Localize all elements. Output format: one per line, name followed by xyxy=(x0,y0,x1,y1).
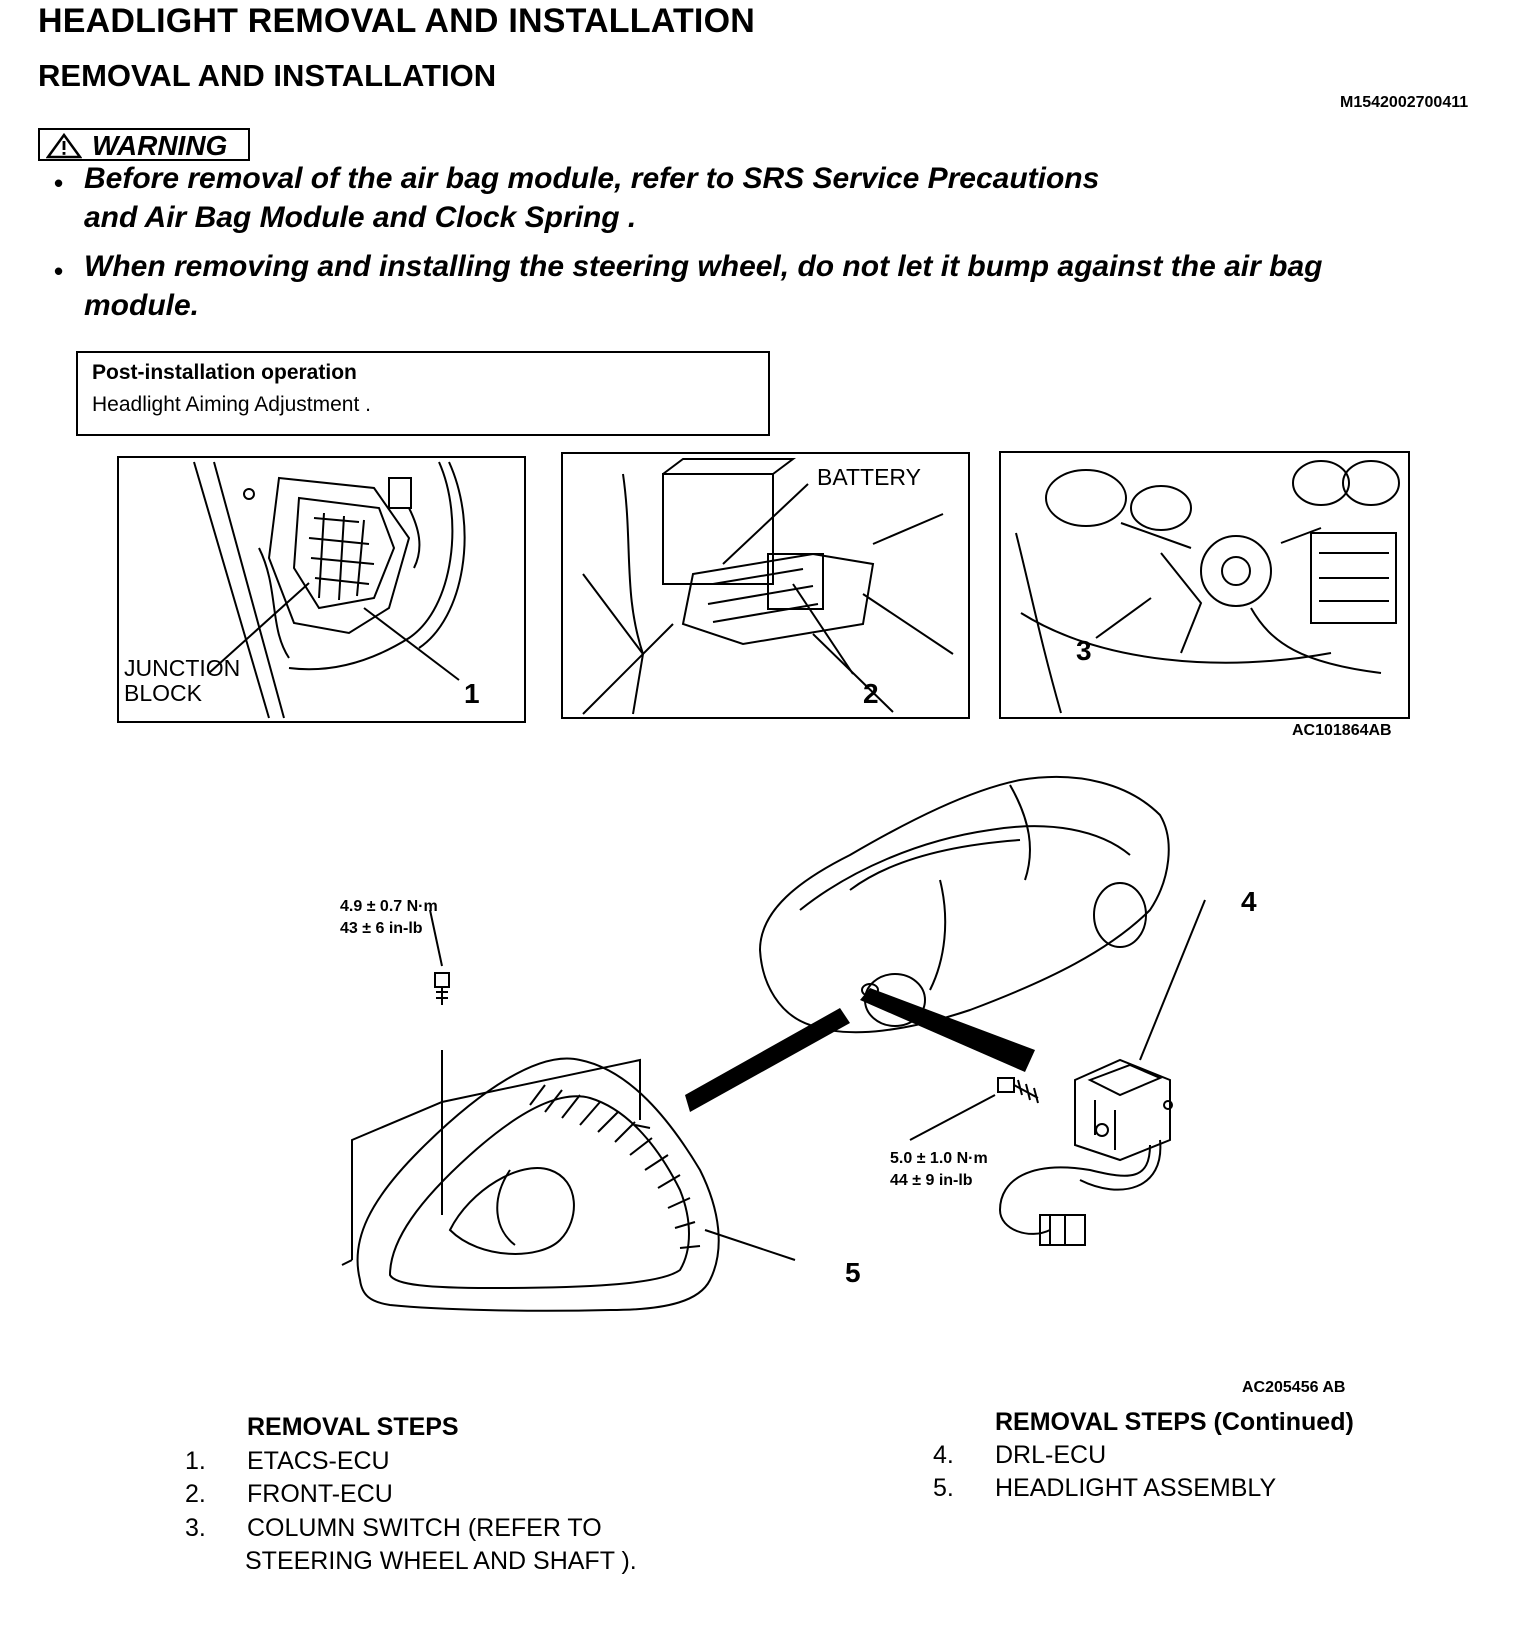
step-text: FRONT-ECU xyxy=(247,1480,393,1508)
junction-block-illustration xyxy=(193,461,466,719)
column-switch-illustration xyxy=(1015,460,1400,714)
panel-front-ecu: BATTERY 2 xyxy=(561,452,970,719)
front-ecu-illustration xyxy=(582,458,954,715)
step-number: 2. xyxy=(185,1480,206,1508)
step-number: 1. xyxy=(185,1447,206,1475)
torque-spec-2: 5.0 ± 1.0 N·m 44 ± 9 in-lb xyxy=(890,1148,988,1192)
headlight-exploded-view xyxy=(341,775,1206,1312)
warning-bullet-2-line-1: When removing and installing the steerin… xyxy=(84,250,1323,283)
step-number: 5. xyxy=(933,1474,954,1502)
bullet-dot: • xyxy=(54,256,64,286)
callout-1: 1 xyxy=(464,678,480,709)
step-text: ETACS-ECU xyxy=(247,1447,390,1475)
removal-steps-continued-heading: REMOVAL STEPS (Continued) xyxy=(995,1408,1354,1436)
callout-5: 5 xyxy=(845,1257,861,1288)
bullet-dot: • xyxy=(54,168,64,198)
battery-label: BATTERY xyxy=(817,464,921,490)
step-text-continued: STEERING WHEEL AND SHAFT ). xyxy=(245,1547,637,1575)
figure-2-code: AC205456 AB xyxy=(1242,1379,1346,1396)
warning-bullet-1-line-2: and Air Bag Module and Clock Spring . xyxy=(84,201,637,234)
torque-spec-1: 4.9 ± 0.7 N·m 43 ± 6 in-lb xyxy=(340,896,438,940)
callout-2: 2 xyxy=(863,678,879,709)
torque-spec-1-nm: 4.9 ± 0.7 N·m xyxy=(340,898,438,915)
step-number: 4. xyxy=(933,1441,954,1469)
document-id: M1542002700411 xyxy=(1340,94,1469,111)
panel-column-switch: 3 xyxy=(999,451,1410,719)
junction-block-label-line-2: BLOCK xyxy=(124,680,202,706)
step-text: DRL-ECU xyxy=(995,1441,1107,1469)
post-installation-text: Headlight Aiming Adjustment . xyxy=(92,393,371,416)
torque-spec-2-inlb: 44 ± 9 in-lb xyxy=(890,1172,973,1189)
removal-steps-heading: REMOVAL STEPS xyxy=(247,1413,459,1441)
torque-spec-1-inlb: 43 ± 6 in-lb xyxy=(340,920,423,937)
step-text: COLUMN SWITCH (REFER TO xyxy=(247,1514,602,1542)
torque-spec-2-nm: 5.0 ± 1.0 N·m xyxy=(890,1150,988,1167)
step-number: 3. xyxy=(185,1514,206,1542)
callout-4: 4 xyxy=(1241,886,1257,917)
post-installation-box: Post-installation operation Headlight Ai… xyxy=(76,351,770,436)
section-title: REMOVAL AND INSTALLATION xyxy=(38,58,497,93)
junction-block-label-line-1: JUNCTION xyxy=(124,655,241,681)
post-installation-title: Post-installation operation xyxy=(92,361,357,384)
junction-block-label: JUNCTION BLOCK xyxy=(124,656,240,706)
figure-1-code: AC101864AB xyxy=(1292,722,1392,739)
step-text: HEADLIGHT ASSEMBLY xyxy=(995,1474,1277,1502)
warning-box: WARNING xyxy=(38,128,250,161)
warning-triangle-icon xyxy=(46,133,82,159)
warning-label: WARNING xyxy=(92,130,228,161)
warning-bullet-1-line-1: Before removal of the air bag module, re… xyxy=(84,162,1100,195)
warning-bullet-2-line-2: module. xyxy=(84,289,200,322)
callout-3: 3 xyxy=(1076,635,1092,666)
panel-junction-block: JUNCTION BLOCK 1 xyxy=(117,456,526,723)
page-title: HEADLIGHT REMOVAL AND INSTALLATION xyxy=(38,2,755,40)
